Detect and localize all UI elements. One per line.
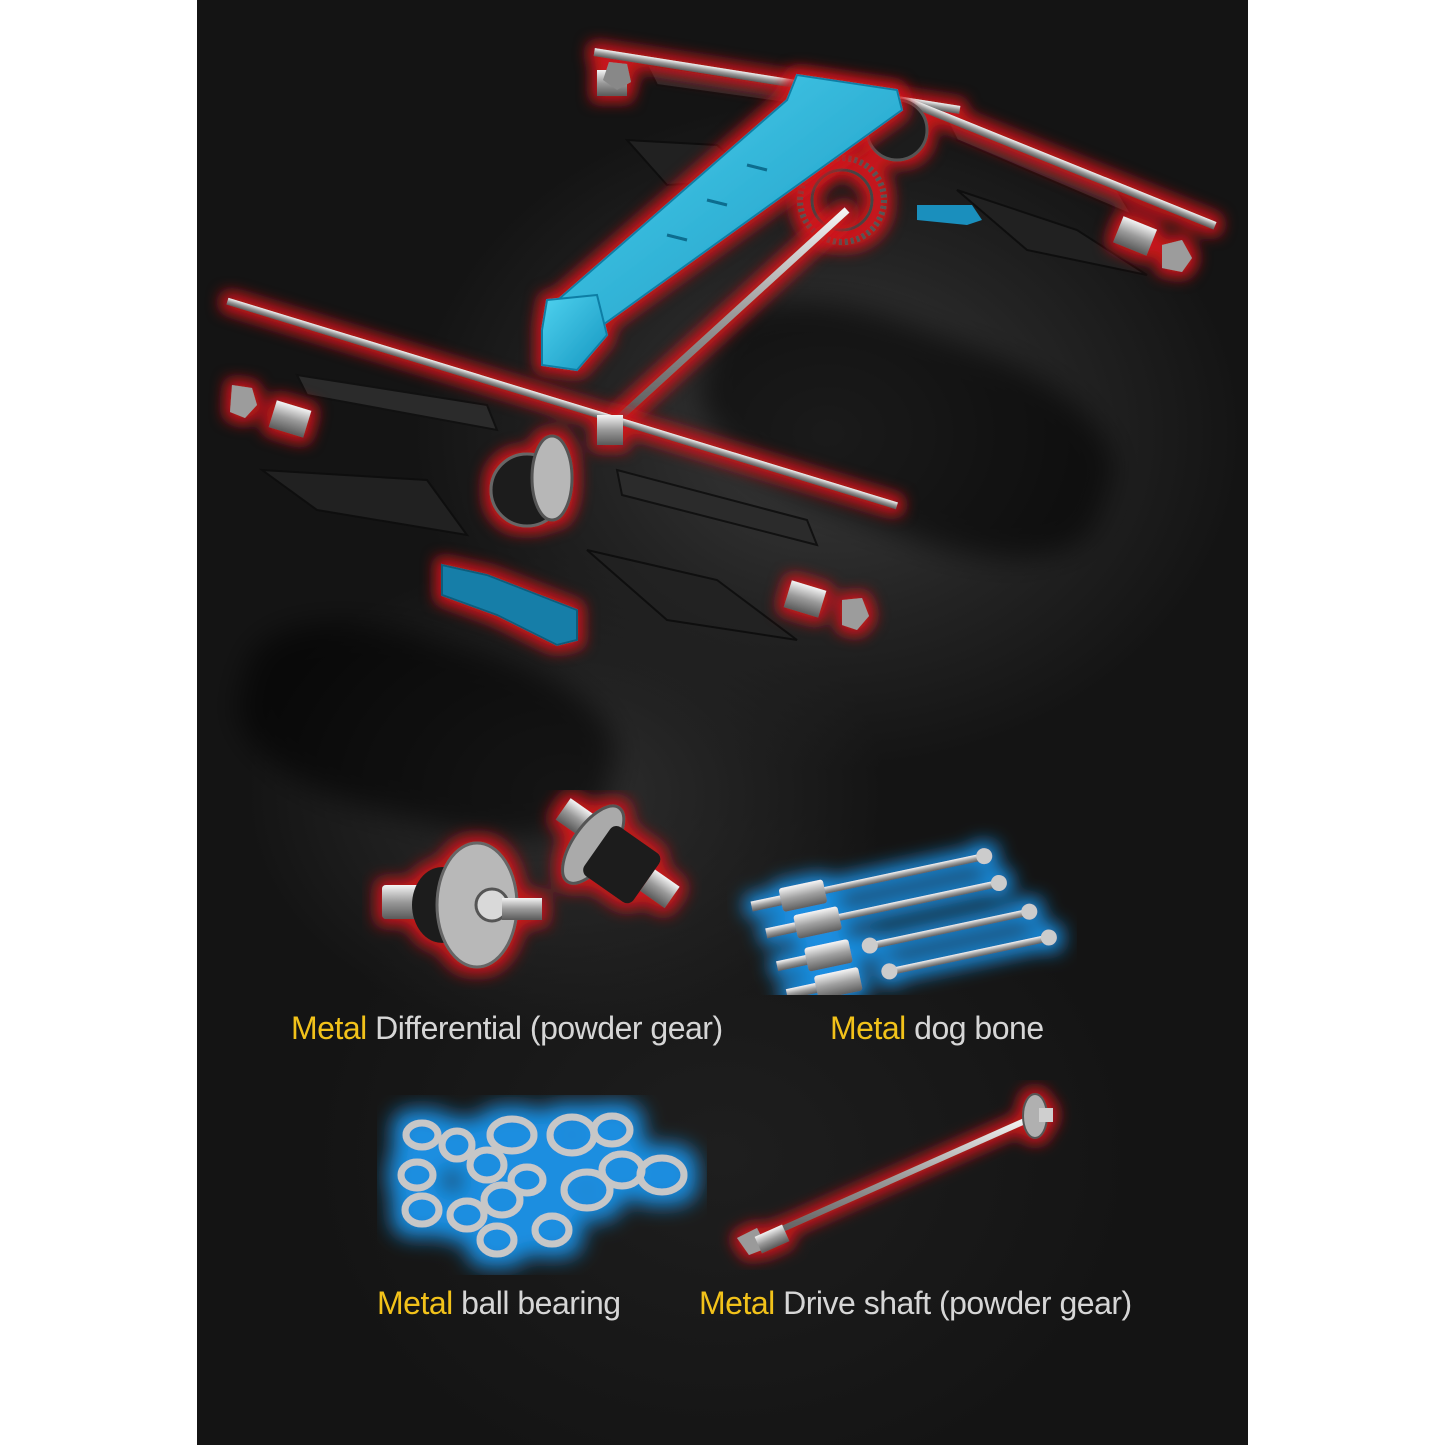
feature-label-differential: Metal Differential (powder gear) [291, 1010, 723, 1047]
drive-shaft-image [737, 1093, 1053, 1255]
label-accent: Metal [377, 1285, 453, 1321]
steering-plate [441, 563, 578, 647]
feature-label-ball-bearing: Metal ball bearing [377, 1285, 621, 1322]
label-text: dog bone [914, 1010, 1044, 1046]
label-accent: Metal [291, 1010, 367, 1046]
label-text: Drive shaft (powder gear) [783, 1285, 1132, 1321]
label-accent: Metal [699, 1285, 775, 1321]
label-text: ball bearing [461, 1285, 621, 1321]
label-text: Differential (powder gear) [375, 1010, 723, 1046]
feature-label-drive-shaft: Metal Drive shaft (powder gear) [699, 1285, 1132, 1322]
front-axle-assembly [226, 297, 898, 630]
label-accent: Metal [830, 1010, 906, 1046]
differential-image [382, 798, 680, 969]
suspension-arm [295, 63, 1135, 547]
dog-bone-image [750, 848, 1057, 995]
center-drive-shaft [614, 207, 850, 423]
drivetrain-exploded-view [226, 48, 1217, 647]
feature-label-dog-bone: Metal dog bone [830, 1010, 1044, 1047]
center-chassis-brace [541, 73, 904, 372]
rear-bellcrank [917, 205, 982, 225]
product-image-panel: Metal Differential (powder gear) [197, 0, 1248, 1445]
ball-bearing-image [397, 1112, 688, 1258]
